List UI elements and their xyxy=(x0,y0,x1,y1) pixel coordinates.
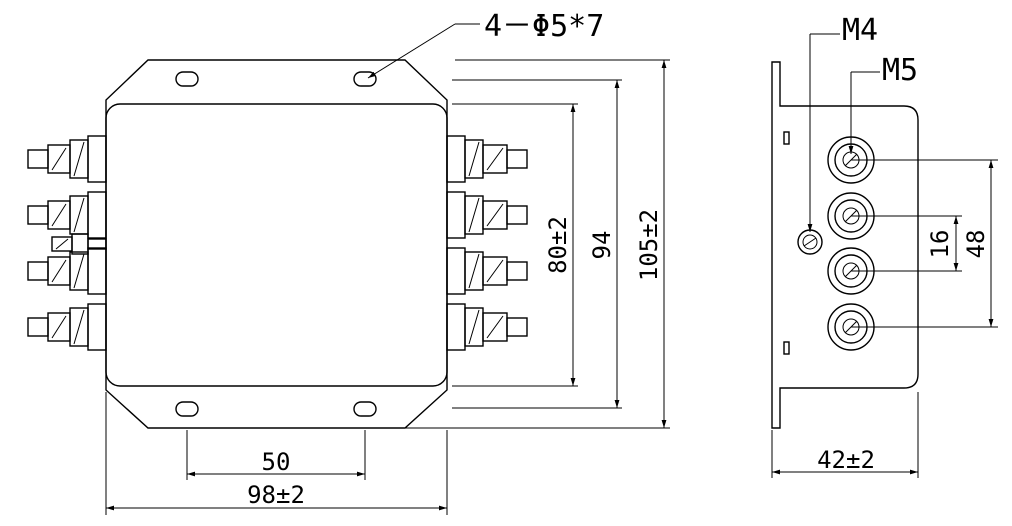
slot-bottom-left xyxy=(175,401,199,417)
right-terminals xyxy=(446,135,528,351)
terminal-right-1 xyxy=(446,135,528,183)
dim-48: 48 xyxy=(962,160,994,327)
terminal-right-3 xyxy=(446,247,528,295)
hole-callout: 4－Φ5*7 xyxy=(367,9,604,79)
front-view: 4－Φ5*7 50 98±2 80±2 94 xyxy=(27,9,670,515)
dim-94: 94 xyxy=(452,79,622,409)
dim-105-label: 105±2 xyxy=(635,209,663,281)
dim-50: 50 xyxy=(186,430,366,480)
side-bracket xyxy=(771,61,919,429)
m5-label: M5 xyxy=(882,53,918,88)
terminal-left-3 xyxy=(27,247,107,295)
dim-94-label: 94 xyxy=(588,231,616,260)
ground-stud-front xyxy=(51,233,107,255)
dim-80-label: 80±2 xyxy=(544,216,572,274)
bracket-slot-bottom xyxy=(783,341,790,355)
filter-body xyxy=(105,103,448,387)
dim-16-label: 16 xyxy=(926,230,954,259)
dim-42-label: 42±2 xyxy=(817,446,875,474)
hole-callout-label: 4－Φ5*7 xyxy=(484,9,604,44)
m4-label: M4 xyxy=(842,13,878,48)
m5-callout: M5 xyxy=(848,53,918,154)
slot-top-left xyxy=(175,71,199,87)
dim-105: 105±2 xyxy=(405,59,670,429)
side-view: M4 M5 16 48 42±2 xyxy=(771,13,998,478)
terminal-left-2 xyxy=(27,191,107,239)
dim-98: 98±2 xyxy=(105,392,448,515)
terminal-left-4 xyxy=(27,303,107,351)
dim-80: 80±2 xyxy=(452,103,578,387)
dim-16: 16 xyxy=(926,216,959,271)
terminal-right-2 xyxy=(446,191,528,239)
dim-50-label: 50 xyxy=(262,448,291,476)
m4-callout: M4 xyxy=(807,13,878,232)
ground-stud-m4 xyxy=(797,229,823,255)
bracket-slot-top xyxy=(783,131,790,145)
dim-98-label: 98±2 xyxy=(247,481,305,509)
left-terminals xyxy=(27,135,107,351)
slot-bottom-right xyxy=(353,401,377,417)
mounting-flange xyxy=(105,59,448,429)
slot-top-right xyxy=(353,71,377,87)
dim-42: 42±2 xyxy=(771,392,919,478)
dim-48-label: 48 xyxy=(962,230,990,259)
terminal-right-4 xyxy=(446,303,528,351)
mounting-slots xyxy=(175,71,377,417)
terminal-left-1 xyxy=(27,135,107,183)
